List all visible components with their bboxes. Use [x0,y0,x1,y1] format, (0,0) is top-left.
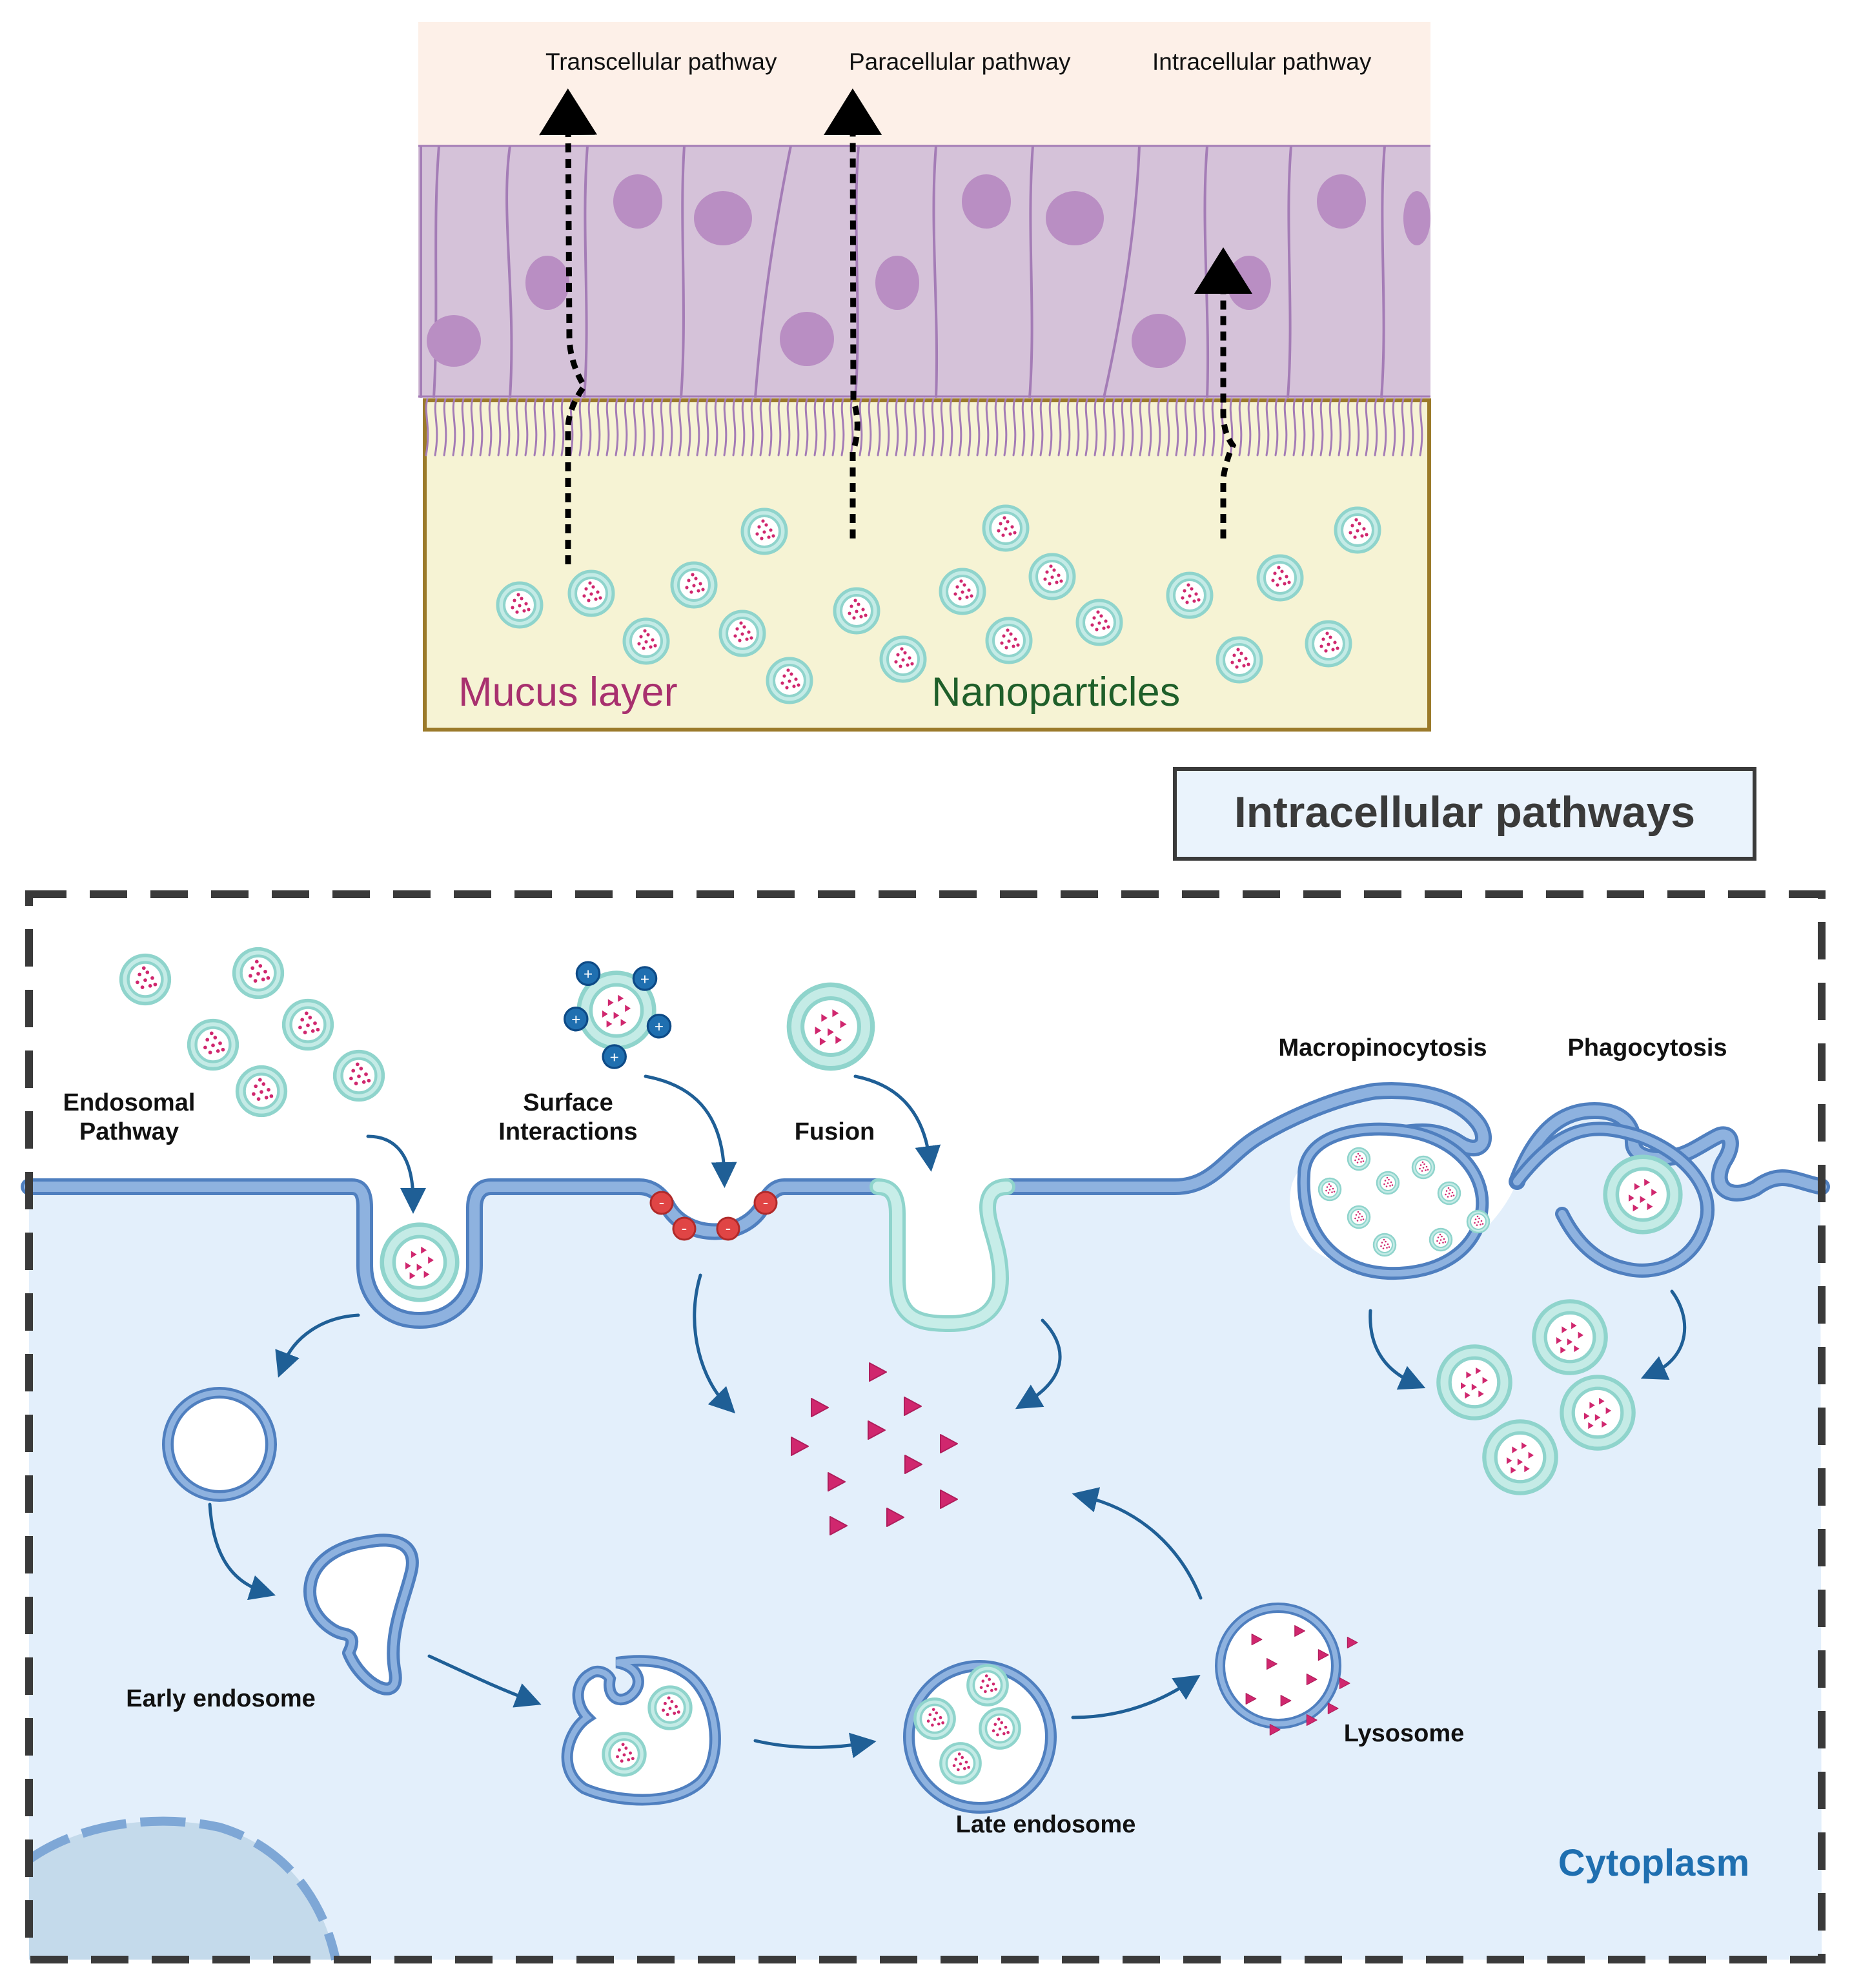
transcellular-arrow [539,88,598,564]
mucus-layer-label: Mucus layer [458,670,678,715]
endosomal-pathway-label: Endosomal Pathway [63,1089,196,1145]
pathway-label-paracellular: Paracellular pathway [849,48,1071,75]
charge-negative: - [763,1193,769,1212]
epithelial-cells [418,145,1430,398]
fusion-nanoparticle [789,985,872,1068]
cytoplasm-region [29,1091,1822,1960]
pathway-label-transcellular: Transcellular pathway [545,48,777,75]
svg-text:Interactions: Interactions [498,1118,637,1145]
phagocytosis-cup [1510,1122,1715,1278]
nanoparticles-label: Nanoparticles [931,670,1180,715]
macropinocytosis-label: Macropinocytosis [1278,1034,1487,1061]
endocytic-vesicle [162,1387,277,1502]
pathway-label-intracellular: Intracellular pathway [1152,48,1372,75]
early-endosome [303,1533,419,1696]
svg-text:Pathway: Pathway [79,1118,179,1145]
nucleus [26,1816,340,1961]
paracellular-arrow [824,88,882,538]
cell-boundary [25,890,1826,1963]
surface-interactions-label: Surface Interactions [498,1089,637,1145]
intracellular-panel: Intracellular pathways [21,767,1830,1963]
panel-title-box [1173,767,1756,861]
epithelium-panel: Transcellular pathway Paracellular pathw… [418,22,1431,732]
charge-positive: + [640,970,649,988]
phagocytosed-nanoparticle [1605,1157,1681,1233]
charged-nanoparticle: + + + + + [564,961,672,1069]
charge-positive: + [571,1011,580,1029]
charge-positive: + [655,1018,664,1036]
charge-negative: - [682,1218,687,1238]
charge-negative: - [659,1193,665,1212]
charge-positive: + [610,1049,619,1066]
early-endosome-label: Early endosome [126,1685,316,1712]
svg-text:Endosomal: Endosomal [63,1089,196,1116]
membrane-negative-charges: - - - - [649,1191,778,1241]
charge-positive: + [584,966,593,983]
charge-negative: - [726,1218,731,1238]
late-endosome-label: Late endosome [956,1811,1136,1838]
panel-title: Intracellular pathways [1234,788,1695,837]
endocytosed-nanoparticle [382,1225,458,1300]
uptake-arrows [208,1074,1687,1759]
cytoplasm-label: Cytoplasm [1558,1842,1750,1884]
plasma-membrane [21,1082,1830,1332]
intracellular-arrow [1194,247,1252,538]
lysosome-vesicle [1215,1603,1358,1736]
phagocytosis-label: Phagocytosis [1567,1034,1727,1061]
lysosome-label: Lysosome [1344,1720,1465,1747]
svg-text:Surface: Surface [523,1089,613,1116]
pathway-labels: Transcellular pathway Paracellular pathw… [545,48,1372,75]
pathway-arrows [539,88,1252,564]
multivesicular-endosome [561,1655,721,1806]
microvilli [425,398,1423,456]
fusion-label: Fusion [795,1118,875,1145]
late-endosome-vesicle [903,1660,1057,1814]
